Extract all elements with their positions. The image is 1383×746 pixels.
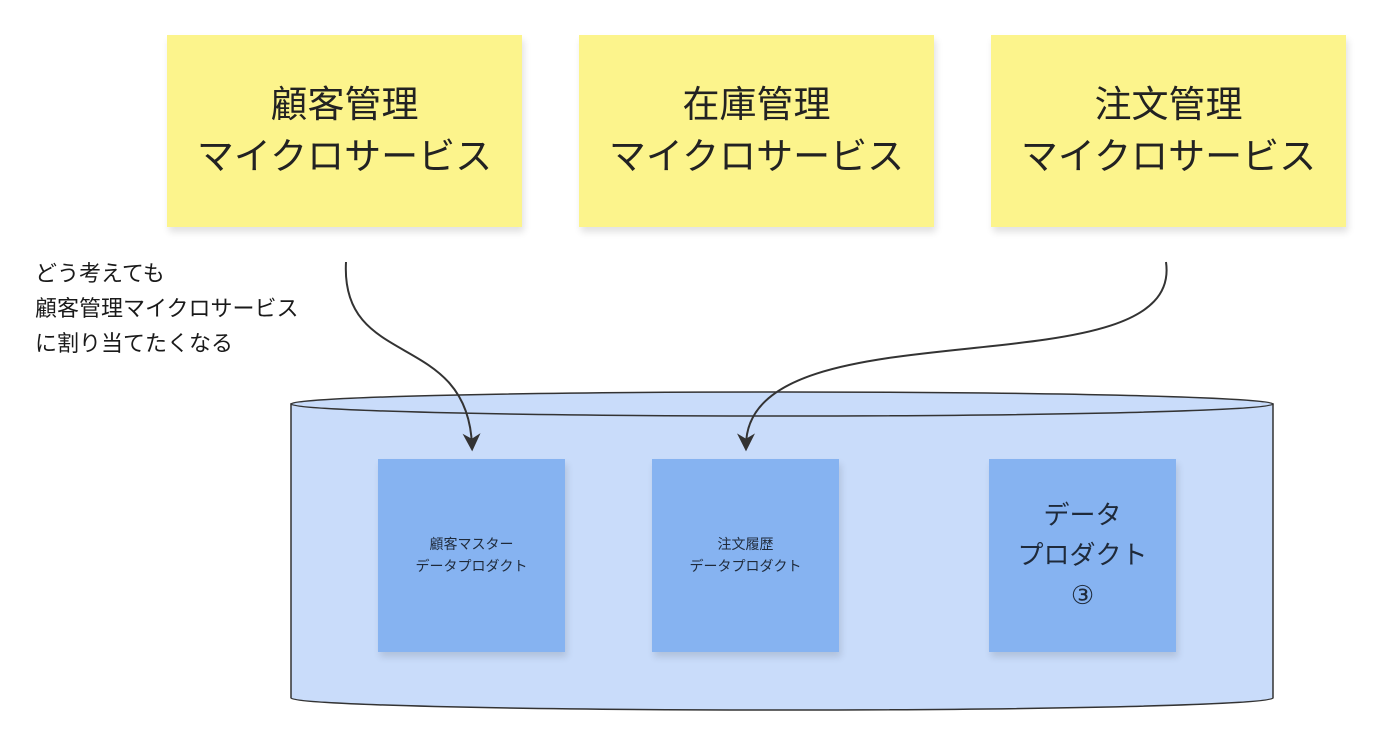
sticky-line: データプロダクト: [415, 558, 528, 575]
sticky-line: データ: [1043, 500, 1122, 531]
sticky-customer-management-microservice: 顧客管理 マイクロサービス: [167, 35, 522, 227]
sticky-line: マイクロサービス: [1020, 135, 1317, 178]
sticky-line: マイクロサービス: [196, 135, 493, 178]
sticky-line: 顧客マスター: [429, 536, 514, 553]
sticky-data-product-3: データ プロダクト ③: [989, 459, 1176, 652]
sticky-line: 注文管理: [1094, 83, 1243, 126]
sticky-line: 顧客管理: [270, 83, 419, 126]
annotation-note: どう考えても 顧客管理マイクロサービス に割り当てたくなる: [35, 257, 299, 362]
sticky-line: 在庫管理: [682, 83, 831, 126]
arrow-order-to-history: [737, 261, 1168, 452]
cylinder-top: [290, 391, 1274, 417]
sticky-order-history-data-product: 注文履歴 データプロダクト: [652, 459, 839, 652]
sticky-line: 注文履歴: [717, 536, 774, 553]
sticky-line: プロダクト: [1017, 540, 1148, 571]
sticky-customer-master-data-product: 顧客マスター データプロダクト: [378, 459, 565, 652]
annotation-line: に割り当てたくなる: [35, 332, 234, 357]
annotation-line: どう考えても: [35, 262, 165, 287]
sticky-inventory-management-microservice: 在庫管理 マイクロサービス: [579, 35, 934, 227]
arrow-customer-to-master: [344, 261, 481, 452]
sticky-line: マイクロサービス: [608, 135, 905, 178]
sticky-line: データプロダクト: [689, 558, 802, 575]
sticky-line: ③: [1070, 580, 1095, 611]
annotation-line: 顧客管理マイクロサービス: [35, 297, 299, 322]
sticky-order-management-microservice: 注文管理 マイクロサービス: [991, 35, 1346, 227]
